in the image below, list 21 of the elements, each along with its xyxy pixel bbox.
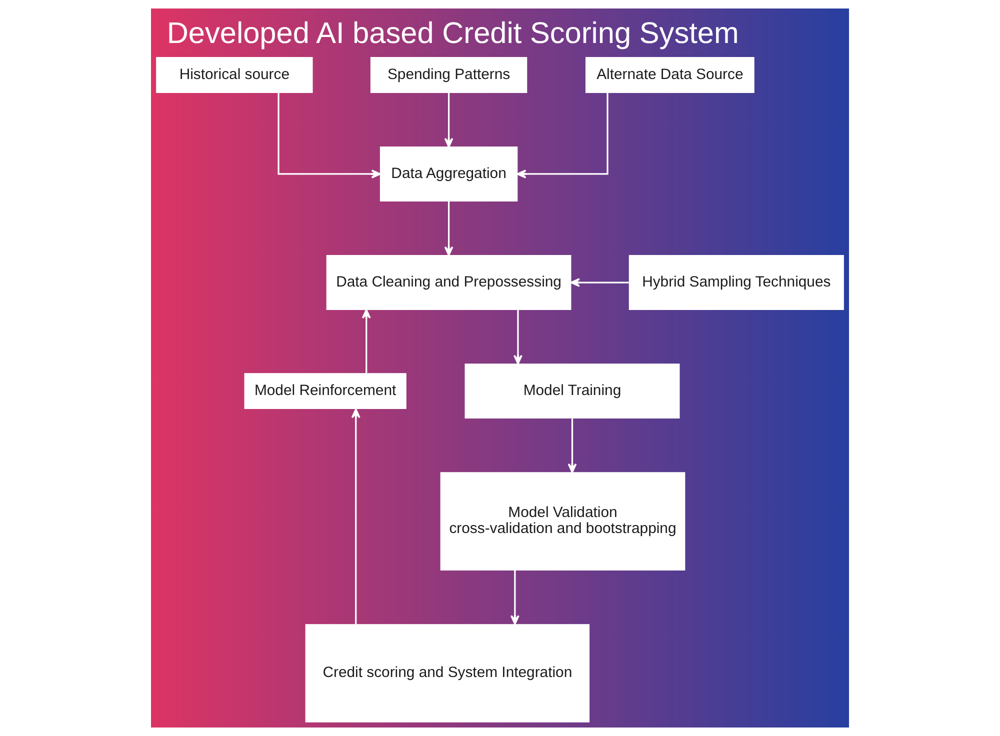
diagram-title: Developed AI based Credit Scoring System bbox=[166, 17, 739, 50]
node-box: Hybrid Sampling Techniques bbox=[628, 255, 844, 310]
node-box: Model Reinforcement bbox=[244, 373, 406, 410]
node-box: Data Aggregation bbox=[380, 146, 518, 202]
node-box: Model Validation cross-validation and bootstrapping bbox=[440, 472, 686, 570]
node-box: Spending Patterns bbox=[370, 56, 528, 93]
node-box: Credit scoring and System Integration bbox=[305, 624, 590, 722]
arrow bbox=[278, 92, 381, 178]
arrow bbox=[351, 408, 360, 624]
arrow bbox=[362, 309, 371, 374]
node-box: Data Cleaning and Prepossessing bbox=[326, 255, 572, 310]
arrow bbox=[568, 418, 577, 473]
node-box: Historical source bbox=[156, 56, 313, 93]
node-box: Model Training bbox=[464, 364, 680, 419]
arrow bbox=[516, 92, 608, 178]
arrow bbox=[444, 201, 454, 256]
arrow bbox=[444, 92, 454, 148]
arrow bbox=[514, 310, 522, 364]
arrow bbox=[570, 278, 629, 287]
node-box: Alternate Data Source bbox=[585, 56, 754, 93]
arrow bbox=[510, 570, 520, 625]
